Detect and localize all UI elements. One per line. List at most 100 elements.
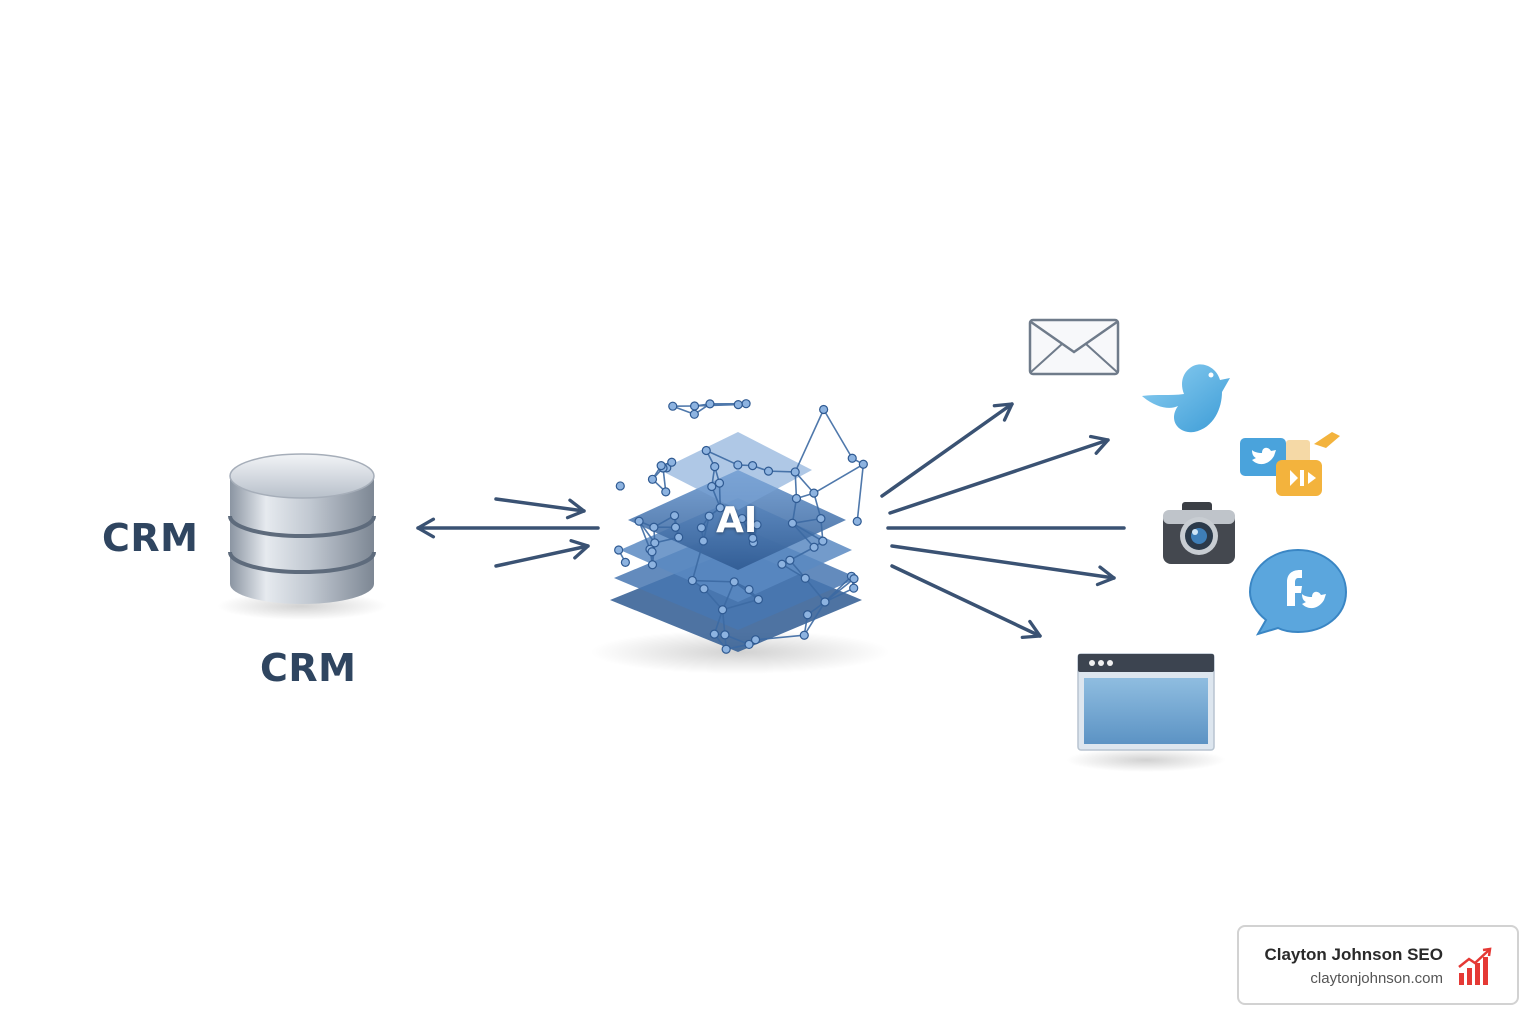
mesh-node xyxy=(748,533,758,543)
mesh-node xyxy=(852,516,862,526)
mesh-node xyxy=(747,461,758,471)
mesh-node xyxy=(744,639,754,650)
mesh-node xyxy=(656,461,666,471)
chat-bubble-social-icon xyxy=(1248,548,1348,636)
mesh-node xyxy=(647,547,657,557)
mesh-node xyxy=(721,644,731,654)
mesh-node xyxy=(790,467,800,477)
mesh-link xyxy=(794,471,815,494)
crm-label-bottom: CRM xyxy=(260,646,357,690)
mesh-node xyxy=(800,573,810,583)
mesh-node xyxy=(741,399,751,409)
mesh-link xyxy=(692,579,735,583)
mesh-node xyxy=(707,481,717,492)
mesh-node xyxy=(849,574,859,584)
mesh-node xyxy=(802,610,813,620)
mesh-link xyxy=(791,522,815,548)
watermark-name: Clayton Johnson SEO xyxy=(1264,945,1443,964)
camera-icon xyxy=(1163,502,1235,564)
mesh-node xyxy=(720,630,730,640)
mesh-node xyxy=(669,511,680,521)
mesh-node xyxy=(785,555,795,565)
mesh-node xyxy=(777,559,787,569)
mesh-node xyxy=(661,487,671,497)
mesh-node xyxy=(750,635,761,645)
mesh-link xyxy=(638,520,651,550)
mesh-node xyxy=(717,605,728,615)
mesh-node xyxy=(737,513,747,524)
mesh-node xyxy=(849,583,859,593)
mesh-node xyxy=(809,488,819,498)
mesh-link xyxy=(792,522,824,542)
mesh-node xyxy=(816,514,826,524)
arrow-to-ai-lower xyxy=(494,539,590,568)
mesh-node xyxy=(791,493,802,504)
mesh-link xyxy=(722,598,759,611)
mesh-link xyxy=(794,409,825,473)
mesh-link xyxy=(721,581,735,611)
mesh-link xyxy=(824,587,855,603)
envelope-icon xyxy=(1028,318,1120,376)
mesh-node xyxy=(647,474,658,484)
browser-window-icon xyxy=(1066,653,1226,772)
mesh-node xyxy=(710,462,720,472)
mesh-node xyxy=(689,409,699,419)
mesh-node xyxy=(696,523,707,533)
mesh-link xyxy=(813,463,864,494)
mesh-node xyxy=(667,457,677,467)
mesh-node xyxy=(614,545,624,555)
arrow-to-facebook xyxy=(890,544,1116,587)
mesh-node xyxy=(763,466,774,476)
bird-icon xyxy=(1142,364,1230,433)
mesh-link xyxy=(755,634,805,641)
crm-label-left: CRM xyxy=(102,516,199,560)
mesh-node xyxy=(799,630,809,640)
mesh-node xyxy=(733,399,743,410)
mesh-node xyxy=(858,459,868,469)
mesh-node xyxy=(687,575,697,586)
arrow-to-twitter xyxy=(888,434,1110,515)
mesh-node xyxy=(620,557,631,567)
mesh-node xyxy=(818,536,828,546)
mesh-link xyxy=(705,449,739,466)
mesh-node xyxy=(650,538,660,548)
mesh-node xyxy=(847,453,857,463)
mesh-node xyxy=(615,481,625,491)
mesh-node xyxy=(689,401,700,411)
mesh-node xyxy=(668,401,678,411)
mesh-link xyxy=(792,517,822,525)
mesh-node xyxy=(729,577,739,587)
growth-chart-icon xyxy=(1458,947,1492,985)
social-apps-icon xyxy=(1240,432,1340,496)
arrow-to-email xyxy=(880,402,1014,498)
mesh-node xyxy=(715,503,725,513)
mesh-link xyxy=(856,464,865,522)
mesh-node xyxy=(752,520,762,530)
database-icon xyxy=(217,453,387,620)
mesh-node xyxy=(753,594,763,605)
ai-channel-arrows xyxy=(880,402,1126,640)
mesh-link xyxy=(822,409,853,459)
mesh-link xyxy=(703,588,724,611)
mesh-node xyxy=(698,536,708,546)
mesh-node xyxy=(674,532,684,542)
mesh-node xyxy=(744,584,754,595)
arrow-to-website xyxy=(890,564,1042,640)
mesh-node xyxy=(670,522,681,532)
watermark-url: claytonjohnson.com xyxy=(1310,970,1443,987)
mesh-node xyxy=(787,518,798,528)
neural-network-chip-icon xyxy=(590,399,890,674)
crm-ai-arrows xyxy=(416,497,600,568)
mesh-node xyxy=(705,399,715,409)
mesh-node xyxy=(649,522,659,532)
mesh-link xyxy=(824,578,855,603)
mesh-link xyxy=(803,601,826,636)
watermark-badge[interactable]: Clayton Johnson SEO claytonjohnson.com xyxy=(1237,925,1519,1005)
mesh-node xyxy=(634,516,644,526)
arrow-to-ai-upper xyxy=(494,497,586,520)
ai-label: AI xyxy=(716,500,758,541)
mesh-node xyxy=(733,460,743,470)
mesh-node xyxy=(704,511,714,521)
mesh-node xyxy=(714,478,725,488)
